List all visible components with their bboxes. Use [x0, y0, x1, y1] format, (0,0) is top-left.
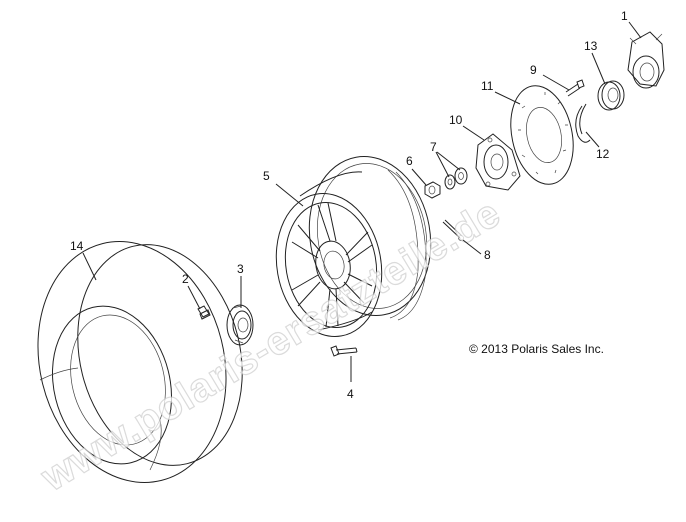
- hub-nut-icon[interactable]: [424, 181, 441, 199]
- bearing-icon[interactable]: [597, 80, 625, 111]
- callout-7: 7: [430, 140, 437, 154]
- bolt-icon[interactable]: [565, 79, 585, 97]
- callout-12: 12: [596, 147, 610, 161]
- callout-4: 4: [347, 387, 354, 401]
- watermark: www.polaris-ersatzteile.de: [33, 191, 508, 501]
- bearing-carrier-icon[interactable]: [627, 31, 665, 89]
- cotter-pin-icon[interactable]: [442, 219, 464, 241]
- washer-icon[interactable]: [444, 167, 468, 190]
- retaining-ring-icon[interactable]: [575, 103, 591, 143]
- valve-stem-icon[interactable]: [197, 305, 211, 320]
- wheel-stud-icon[interactable]: [330, 345, 358, 357]
- callout-2: 2: [182, 272, 189, 286]
- copyright-notice: © 2013 Polaris Sales Inc.: [469, 342, 604, 356]
- leader-lines: [82, 21, 642, 382]
- callout-labels: 1 2 3 4 5 6 7 8 9 10 11 12 13 14: [70, 9, 628, 401]
- callout-13: 13: [584, 39, 598, 53]
- callout-11: 11: [481, 79, 494, 93]
- wheel-rim-icon[interactable]: [265, 147, 443, 345]
- callout-3: 3: [237, 262, 244, 276]
- callout-14: 14: [70, 239, 84, 253]
- hub-cap-icon[interactable]: [226, 304, 254, 346]
- callout-9: 9: [530, 63, 537, 77]
- callout-1: 1: [621, 9, 628, 23]
- wheel-hub-icon[interactable]: [475, 133, 521, 191]
- callout-5: 5: [263, 169, 270, 183]
- brake-disc-icon[interactable]: [502, 80, 581, 190]
- tire-icon[interactable]: [13, 221, 265, 502]
- callout-10: 10: [449, 113, 463, 127]
- callout-8: 8: [484, 248, 491, 262]
- callout-6: 6: [406, 154, 413, 168]
